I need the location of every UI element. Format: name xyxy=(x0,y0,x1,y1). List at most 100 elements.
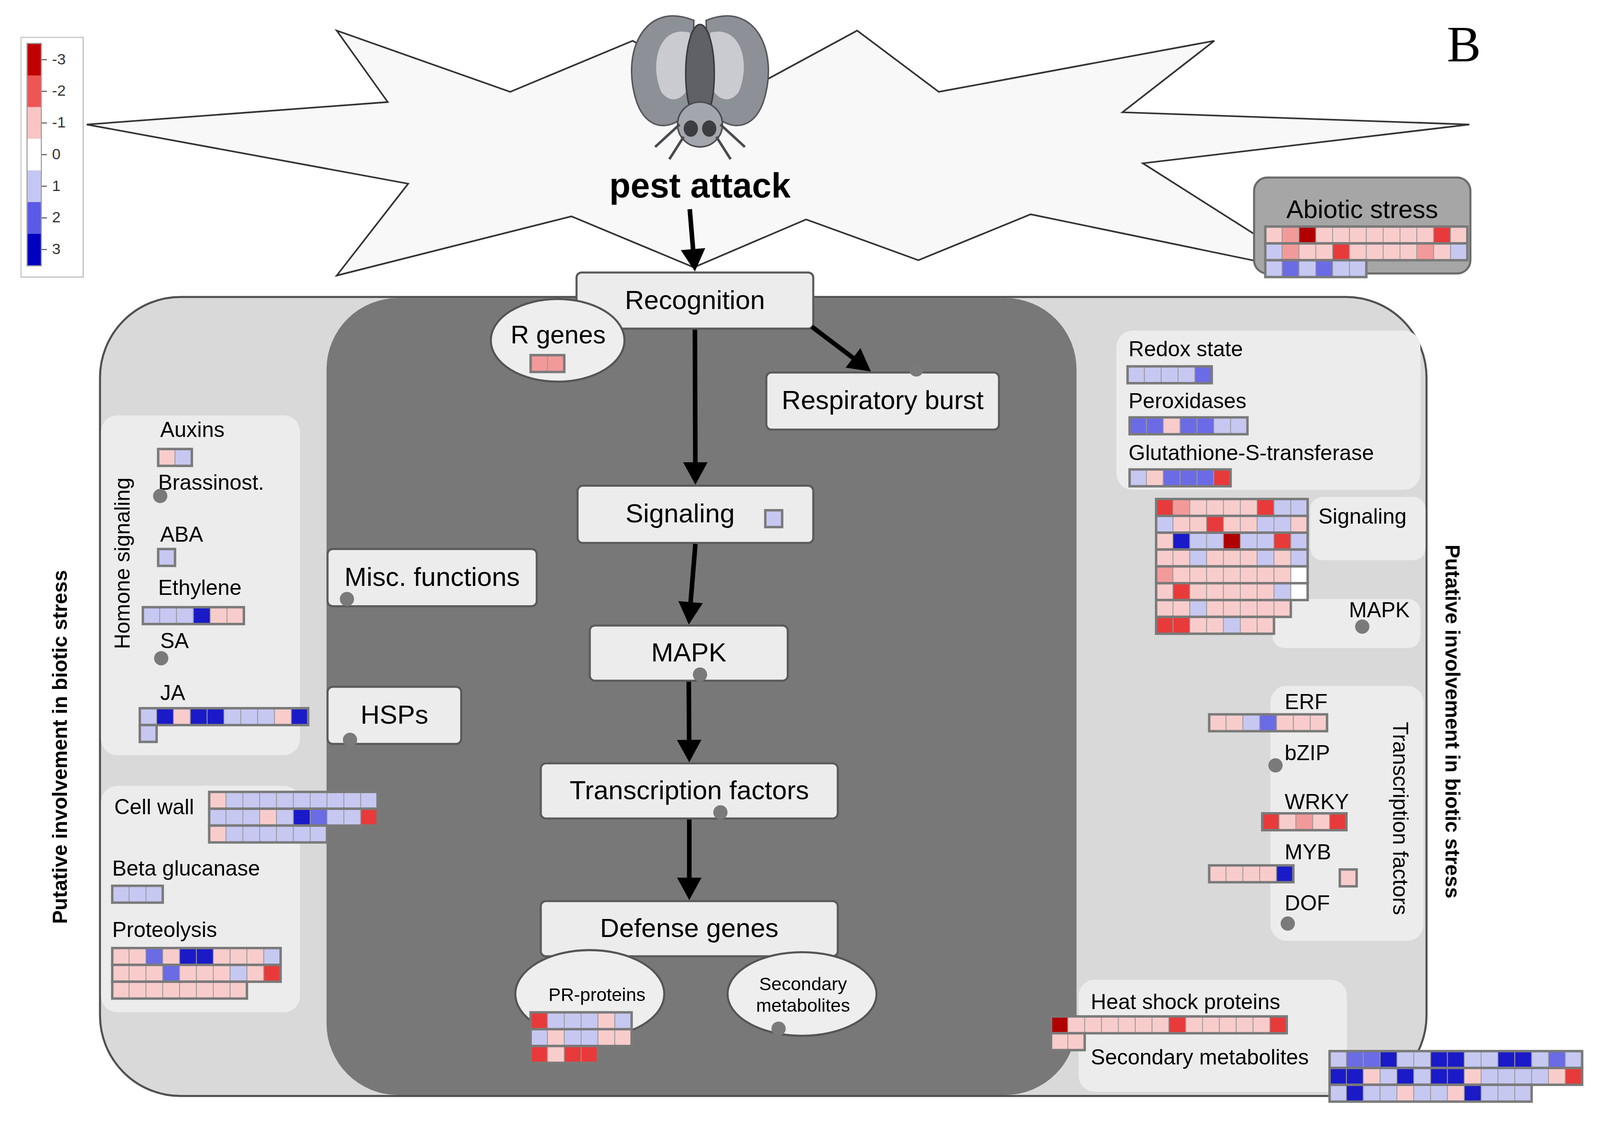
legend-text: -3 xyxy=(51,51,66,68)
expression-heatmap xyxy=(139,708,309,742)
expression-heatmap xyxy=(112,948,281,999)
heatmap-cell xyxy=(1259,714,1277,731)
expression-heatmap xyxy=(1127,366,1212,384)
heatmap-cell xyxy=(1189,566,1207,584)
heatmap-cell xyxy=(1156,600,1173,617)
heatmap-cell xyxy=(1346,1051,1364,1068)
empty-bin-dot xyxy=(154,651,169,666)
heatmap-cell xyxy=(1464,1084,1482,1102)
heatmap-cell xyxy=(1209,714,1226,731)
node-text: Auxins xyxy=(160,417,225,442)
heatmap-cell xyxy=(1315,260,1333,277)
heatmap-cell xyxy=(1240,549,1258,567)
heatmap-cell xyxy=(1253,1016,1270,1034)
heatmap-cell xyxy=(1349,260,1367,277)
heatmap-cell xyxy=(293,808,311,826)
heatmap-cell xyxy=(1565,1067,1582,1085)
heatmap-cell xyxy=(1242,714,1260,731)
heatmap-cell xyxy=(1273,549,1291,567)
heatmap-cell xyxy=(129,981,146,999)
empty-bin-dot xyxy=(692,667,707,682)
heatmap-border xyxy=(1156,616,1275,634)
heatmap-cell xyxy=(1433,243,1451,261)
heatmap-border xyxy=(209,825,328,843)
arrow-shaft xyxy=(689,209,694,253)
heatmap-cell xyxy=(1051,1033,1068,1050)
node-text: Glutathione-S-transferase xyxy=(1128,440,1375,466)
heatmap-border xyxy=(1156,566,1308,584)
heatmap-border xyxy=(1129,417,1248,434)
legend-text: 3 xyxy=(51,240,61,258)
node-text: Recognition xyxy=(624,285,765,316)
heatmap-cell xyxy=(1156,499,1173,516)
signaling-panel: Signaling xyxy=(1310,496,1426,561)
heatmap-cell xyxy=(112,981,130,999)
heatmap-cell xyxy=(1226,865,1243,882)
heatmap-cell xyxy=(145,964,163,982)
node-text: Transcription factors xyxy=(1387,721,1413,916)
heatmap-cell xyxy=(530,1029,548,1046)
heatmap-cell xyxy=(1257,600,1274,617)
ellipse-shape xyxy=(727,951,877,1036)
heatmap-cell xyxy=(1447,1051,1465,1068)
heatmap-border xyxy=(530,1029,632,1046)
heatmap-cell xyxy=(614,1012,632,1030)
heatmap-cell xyxy=(1464,1051,1482,1068)
heatmap-cell xyxy=(139,708,157,725)
heatmap-cell xyxy=(1223,600,1241,617)
heatmap-cell xyxy=(1295,813,1313,831)
heatmap-cell xyxy=(1481,1051,1498,1068)
process-box: Defense genes xyxy=(539,900,840,958)
heatmap-cell xyxy=(1257,583,1274,600)
heatmap-cell xyxy=(1273,583,1291,600)
heatmap-cell xyxy=(1242,865,1260,882)
node-text: HSPs xyxy=(360,700,429,731)
heatmap-cell xyxy=(310,791,328,809)
heatmap-cell xyxy=(209,791,226,809)
heatmap-cell xyxy=(259,791,277,809)
node-text: Respiratory burst xyxy=(781,385,984,417)
expression-heatmap xyxy=(1129,469,1231,487)
heatmap-border xyxy=(1209,714,1328,731)
heatmap-cell xyxy=(581,1029,598,1046)
heatmap-cell xyxy=(1363,1051,1380,1068)
empty-bin-dot xyxy=(909,362,924,377)
heatmap-cell xyxy=(173,708,191,725)
heatmap-cell xyxy=(1240,583,1258,600)
heatmap-cell xyxy=(360,808,378,826)
legend-text: 2 xyxy=(51,209,61,226)
color-scale-legend: -3-2-10123 xyxy=(20,36,84,278)
heatmap-cell xyxy=(530,1012,548,1030)
heatmap-cell xyxy=(1281,226,1299,244)
heatmap-cell xyxy=(1273,515,1291,533)
node-text: Heat shock proteins xyxy=(1090,989,1281,1015)
heatmap-cell xyxy=(190,708,207,725)
heatmap-cell xyxy=(1206,566,1224,584)
heatmap-cell xyxy=(1156,583,1173,600)
heatmap-cell xyxy=(343,808,361,826)
flow-arrow xyxy=(680,209,706,272)
node-text: JA xyxy=(160,680,185,706)
heatmap-border xyxy=(112,948,281,965)
heatmap-cell xyxy=(1067,1033,1085,1050)
process-box: Misc. functions xyxy=(326,548,538,608)
heatmap-cell xyxy=(1265,226,1282,244)
heatmap-border xyxy=(765,510,782,528)
heatmap-cell xyxy=(207,708,225,725)
heatmap-border xyxy=(1051,1033,1085,1050)
heatmap-cell xyxy=(1189,499,1207,516)
heatmap-cell xyxy=(1531,1051,1549,1068)
heatmap-cell xyxy=(1189,549,1207,567)
expression-heatmap xyxy=(530,1012,632,1064)
heatmap-cell xyxy=(162,948,180,965)
legend-swatch xyxy=(27,233,41,266)
heatmap-border xyxy=(530,1045,598,1063)
heatmap-cell xyxy=(1226,714,1243,731)
heatmap-cell xyxy=(547,354,565,372)
heatmap-cell xyxy=(158,548,176,566)
flow-arrow xyxy=(677,819,702,900)
node-text: ABA xyxy=(160,522,204,547)
redox-panel: Redox statePeroxidasesGlutathione-S-tran… xyxy=(1116,330,1421,490)
heatmap-cell xyxy=(1236,1016,1253,1034)
arrow-head xyxy=(683,462,708,485)
